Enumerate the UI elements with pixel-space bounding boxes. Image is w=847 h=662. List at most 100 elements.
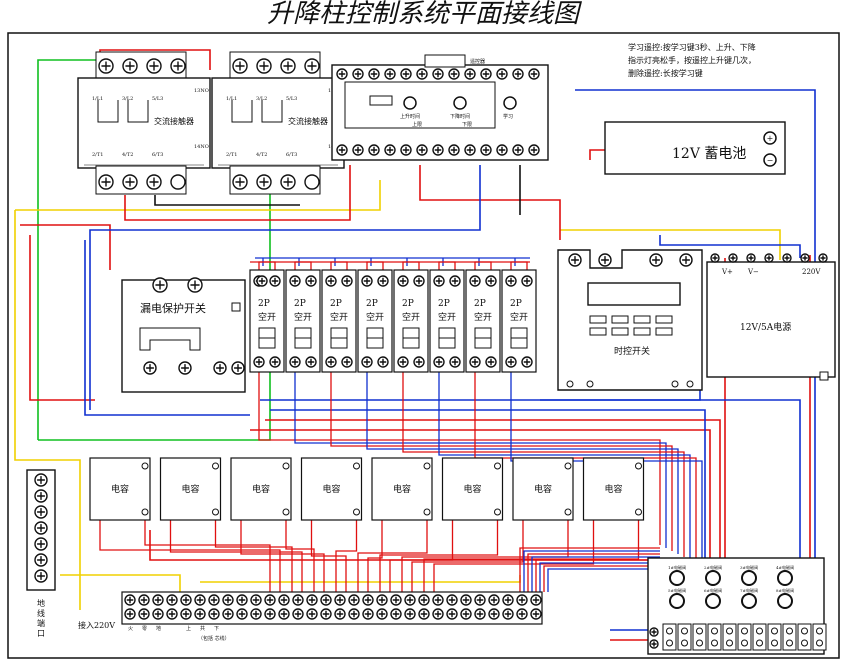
down-time-knob[interactable] — [453, 96, 467, 110]
screw-slot — [327, 277, 335, 285]
timer-key[interactable] — [589, 315, 607, 324]
capacitor-terminal — [494, 508, 501, 516]
screw-terminal — [400, 144, 412, 156]
screw-slot — [354, 146, 362, 154]
screw-slot — [378, 596, 386, 604]
timer-key[interactable] — [589, 327, 607, 336]
screw-slot — [266, 610, 274, 618]
contactor-term-label: 5/L3 — [152, 96, 163, 102]
screw-slot — [402, 70, 410, 78]
screw-slot — [149, 61, 159, 71]
wire-red — [29, 235, 95, 401]
valve-feed-wire — [539, 562, 660, 592]
screw-terminal — [432, 144, 444, 156]
rcd-test-button[interactable] — [231, 302, 241, 312]
screw-slot — [504, 610, 512, 618]
screw-slot — [820, 255, 826, 261]
timer-key[interactable] — [611, 327, 629, 336]
screw-slot — [308, 610, 316, 618]
wire-yellow — [200, 575, 521, 583]
screw-terminal — [416, 68, 428, 80]
learn-button[interactable] — [503, 96, 517, 110]
wire-yellow — [560, 229, 781, 260]
screw-terminal — [269, 356, 281, 368]
psu-vminus-label: V− — [747, 268, 759, 276]
screw-terminal — [361, 356, 373, 368]
timer-key[interactable] — [633, 315, 651, 324]
timer-key[interactable] — [655, 327, 673, 336]
screw-terminal — [34, 473, 48, 487]
screw-slot — [37, 508, 45, 516]
screw-terminal — [305, 356, 317, 368]
screw-slot — [101, 177, 111, 187]
screw-slot — [435, 358, 443, 366]
capacitor: 电容 — [230, 457, 292, 521]
breaker-feed-wire — [438, 261, 456, 270]
timer-key[interactable] — [655, 315, 673, 324]
screw-slot — [363, 358, 371, 366]
timer-key[interactable] — [633, 327, 651, 336]
screw-slot — [466, 146, 474, 154]
breaker-body — [465, 269, 501, 373]
solenoid-valve-icon — [777, 593, 793, 609]
terminal-note: （包括 芯线） — [198, 635, 230, 642]
wire-red — [265, 419, 721, 560]
screw-slot — [507, 277, 515, 285]
breaker-body — [249, 269, 285, 373]
screw-slot — [471, 277, 479, 285]
screw-terminal — [512, 68, 524, 80]
screw-terminal — [390, 608, 402, 620]
up-time-knob[interactable] — [403, 96, 417, 110]
contactor-term-label: 3/L2 — [256, 96, 267, 102]
breaker-label-2p: 2P — [438, 299, 450, 309]
screw-slot — [216, 364, 224, 372]
screw-terminal — [528, 144, 540, 156]
screw-terminal — [598, 253, 612, 267]
screw-terminal — [124, 608, 136, 620]
timer-key[interactable] — [611, 315, 629, 324]
breaker-body — [393, 269, 429, 373]
valve-terminal-screw — [756, 627, 763, 635]
screw-slot — [530, 70, 538, 78]
screw-terminal — [278, 594, 290, 606]
up-time-label: 上升时间 — [400, 113, 420, 120]
terminal-sub-label: 共 — [200, 625, 205, 632]
screw-slot — [126, 596, 134, 604]
screw-slot — [406, 610, 414, 618]
terminal-sub-label: 下 — [214, 626, 219, 632]
screw-slot — [266, 596, 274, 604]
screw-terminal — [384, 144, 396, 156]
breaker-label-2p: 2P — [330, 299, 342, 309]
breaker-out-wire — [366, 372, 679, 554]
valve-feed-wire — [543, 565, 660, 592]
screw-terminal — [384, 68, 396, 80]
capacitor-wire — [357, 520, 428, 592]
capacitor-terminal — [353, 462, 360, 470]
remote-label: 遥控器 — [470, 58, 485, 65]
screw-terminal — [336, 144, 348, 156]
valve-feed-wire — [527, 553, 660, 592]
screw-slot — [259, 177, 269, 187]
screw-terminal — [505, 275, 517, 287]
breaker-out-wire — [258, 372, 661, 545]
screw-slot — [490, 610, 498, 618]
screw-slot — [523, 358, 531, 366]
screw-slot — [514, 70, 522, 78]
screw-slot — [291, 277, 299, 285]
capacitor-body — [89, 457, 151, 521]
screw-slot — [307, 277, 315, 285]
input-220v-label: 接入220V — [78, 620, 115, 630]
timer-mount-hole — [586, 380, 594, 388]
screw-terminal — [256, 275, 268, 287]
screw-slot — [402, 146, 410, 154]
capacitor: 电容 — [89, 457, 151, 521]
screw-terminal — [305, 275, 317, 287]
screw-terminal — [448, 144, 460, 156]
screw-terminal — [376, 594, 388, 606]
capacitor-wire — [240, 520, 325, 592]
valve-terminal-screw — [681, 627, 688, 635]
rcd-toggle[interactable] — [139, 327, 201, 351]
capacitor-label: 电容 — [534, 483, 552, 495]
screw-slot — [271, 277, 279, 285]
